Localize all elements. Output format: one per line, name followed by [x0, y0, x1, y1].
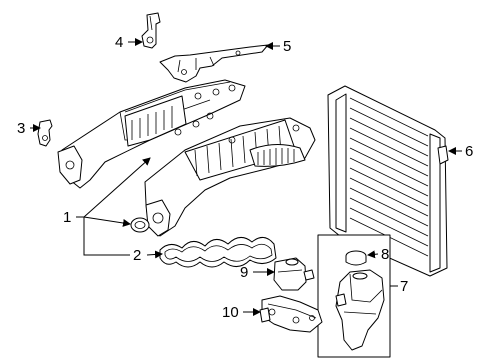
callout-2: 2	[133, 247, 141, 264]
callout-1: 1	[63, 209, 71, 226]
charge-air-housing-lower	[144, 117, 316, 237]
part-2-gasket	[159, 237, 277, 268]
leader-lines	[30, 38, 462, 316]
callout-10: 10	[222, 304, 239, 321]
part-9-pump	[273, 257, 315, 291]
callout-8: 8	[381, 246, 389, 263]
part-4-bracket	[141, 12, 161, 49]
callout-labels: 1 2 3 4 5 6 7 8 9 10	[17, 34, 473, 321]
part-8-cap	[345, 250, 367, 266]
part-10-bracket	[259, 295, 323, 333]
part-5-bracket	[159, 44, 269, 83]
part-7-expansion-tank	[335, 269, 385, 351]
o-ring	[130, 217, 150, 233]
callout-5: 5	[283, 38, 291, 55]
part-3-bracket	[37, 119, 53, 147]
callout-7: 7	[400, 278, 408, 295]
charge-air-housing-upper	[57, 79, 246, 189]
callout-4: 4	[115, 34, 123, 51]
part-6-radiator	[327, 85, 449, 277]
callout-3: 3	[17, 120, 25, 137]
callout-6: 6	[465, 143, 473, 160]
callout-9: 9	[240, 264, 248, 281]
